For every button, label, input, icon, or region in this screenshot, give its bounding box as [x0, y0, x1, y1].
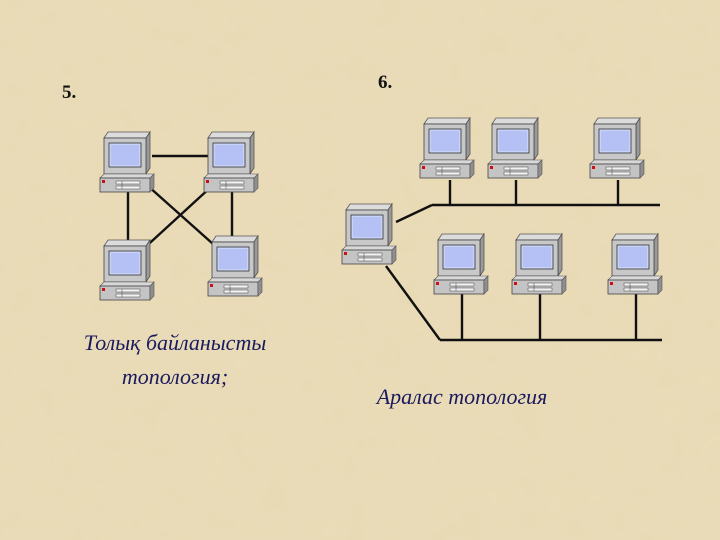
desktop-computer-icon — [511, 233, 567, 295]
desktop-computer-icon — [607, 233, 663, 295]
desktop-computer-icon — [341, 203, 397, 265]
mesh-links — [126, 154, 234, 253]
desktop-computer-icon — [589, 117, 645, 179]
desktop-computer-icon — [99, 239, 155, 301]
caption-full-mesh-line1: Толық байланысты — [83, 330, 267, 355]
desktop-computer-icon — [203, 131, 259, 193]
caption-mixed: Аралас топология — [376, 384, 548, 409]
hub-to-lower-bus — [385, 265, 441, 341]
link-diagonal-1 — [147, 185, 223, 253]
hub-to-upper-bus — [395, 203, 433, 224]
mixed-topology — [341, 117, 663, 342]
full-mesh-topology — [99, 131, 263, 301]
desktop-computer-icon — [99, 131, 155, 193]
link-diagonal-2 — [139, 185, 213, 253]
desktop-computer-icon — [419, 117, 475, 179]
caption-full-mesh: Толық байланысты топология; — [40, 326, 310, 394]
caption-full-mesh-line2: топология; — [121, 364, 229, 389]
label-five: 5. — [62, 82, 77, 103]
mixed-links — [385, 180, 662, 342]
label-six: 6. — [378, 72, 393, 93]
desktop-computer-icon — [433, 233, 489, 295]
desktop-computer-icon — [487, 117, 543, 179]
desktop-computer-icon — [207, 235, 263, 297]
